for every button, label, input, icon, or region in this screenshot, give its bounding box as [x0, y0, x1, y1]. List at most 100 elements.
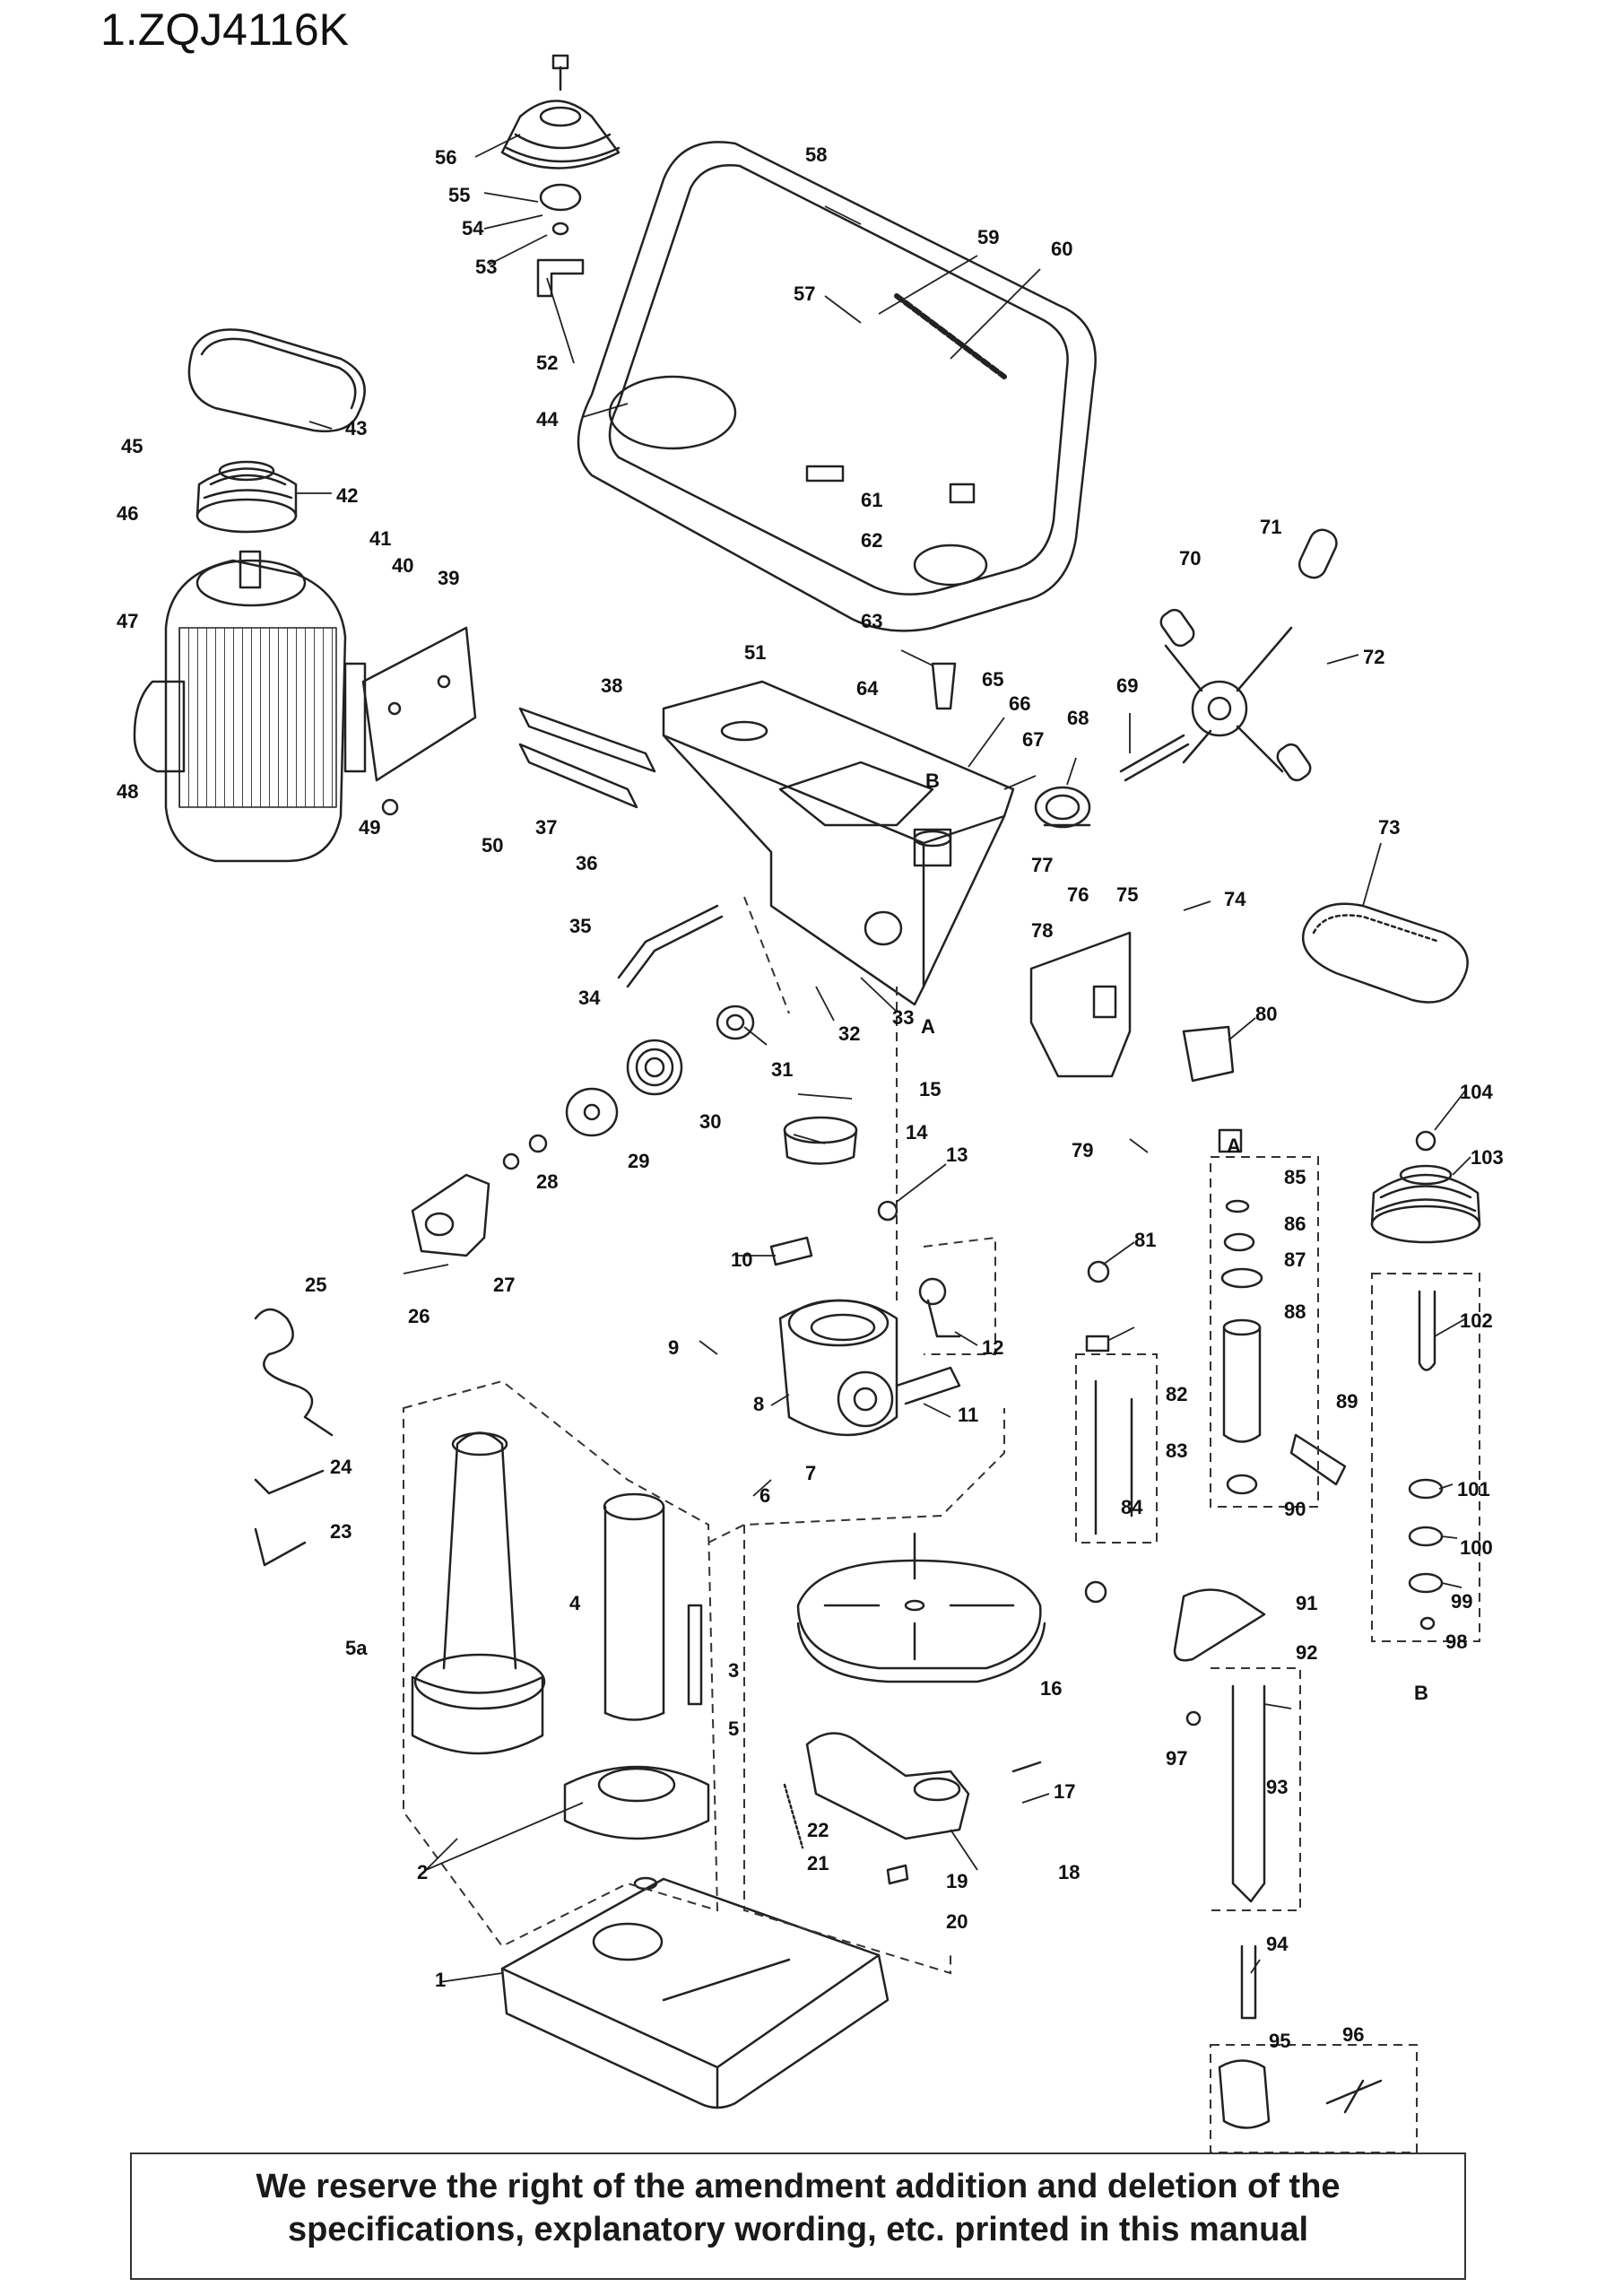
gear-13 — [877, 1200, 898, 1222]
callout-nut: 97 — [1166, 1747, 1187, 1770]
callout-nut: 50 — [482, 834, 503, 857]
callout-washer: 49 — [359, 816, 380, 839]
callout-table-bracket: 8 — [753, 1393, 764, 1415]
callout-key: 89 — [1336, 1390, 1358, 1413]
callout-guard-cover: 60 — [1051, 238, 1072, 260]
callout-switch: 80 — [1255, 1003, 1277, 1025]
callout-latch: 64 — [856, 677, 879, 700]
marker-b: B — [925, 770, 940, 792]
bearing-stack — [1408, 1478, 1444, 1631]
rack-ring-14 — [783, 1116, 858, 1165]
callout-pin: 65 — [982, 668, 1003, 691]
callout-motor: 46 — [117, 502, 138, 525]
callout-screw: 63 — [861, 610, 882, 632]
table-arm-18 — [805, 1732, 1042, 1840]
belt-guard-outline — [577, 141, 1097, 632]
callout-arbor: 94 — [1266, 1933, 1289, 1955]
hex-wrench-23 — [254, 1527, 307, 1567]
callout-nut: 104 — [1460, 1081, 1493, 1103]
latch-64 — [931, 662, 957, 710]
pinion-shaft-69 — [1119, 734, 1190, 782]
feed-handle-70 — [1159, 528, 1338, 782]
callout-switch-box: 75 — [1116, 883, 1138, 906]
callout-hex-wrench: 24 — [330, 1456, 352, 1478]
drill-chuck-95 — [1218, 2059, 1383, 2129]
callout-head: 51 — [744, 641, 766, 664]
callout-power-cord: 25 — [305, 1274, 326, 1296]
callout-spindle-sleeve: 102 — [1460, 1309, 1493, 1332]
callout-nut: 28 — [536, 1170, 558, 1193]
spindle-sleeve-102 — [1418, 1290, 1436, 1371]
callout-v-belt: 73 — [1378, 816, 1400, 839]
callout-nut: 81 — [1134, 1229, 1156, 1251]
exploded-parts-diagram: 1 2 3 4 5 5a 6 7 8 9 10 11 12 13 14 15 1… — [117, 54, 1504, 2153]
callout-screw: 20 — [946, 1910, 968, 1933]
callout-quill: 88 — [1284, 1300, 1306, 1323]
callout-washer: 77 — [1031, 854, 1053, 876]
belt-43 — [187, 328, 366, 433]
callout-screw: 67 — [1022, 728, 1044, 751]
depth-rod-assembly — [1084, 1260, 1133, 1604]
callout-bearing: 99 — [1451, 1590, 1472, 1613]
callout-motor-pulley: 42 — [336, 484, 358, 507]
callout-pin: 35 — [569, 915, 591, 937]
callout-drill-chuck: 95 — [1269, 2030, 1290, 2052]
callout-bolt: 5a — [345, 1637, 368, 1659]
callout-coil-spring: 30 — [699, 1110, 721, 1133]
callout-handle-knob: 71 — [1260, 516, 1281, 538]
callout-chuck-key: 96 — [1342, 2023, 1364, 2046]
callout-bearing: 90 — [1284, 1498, 1306, 1520]
callout-screw: 15 — [919, 1078, 941, 1100]
callout-screw: 57 — [794, 283, 815, 305]
callout-depth-stop: 92 — [1296, 1641, 1317, 1664]
callout-pin: 7 — [805, 1462, 816, 1484]
callout-idler-pulley: 55 — [448, 184, 470, 206]
marker-a: A — [921, 1015, 935, 1038]
callout-crank: 12 — [982, 1336, 1003, 1359]
callout-rack: 3 — [728, 1659, 739, 1682]
callout-belt-guard: 44 — [536, 408, 559, 430]
callout-shaft: 11 — [958, 1404, 978, 1426]
callout-spring-seat: 29 — [628, 1150, 649, 1172]
callout-scale: 21 — [807, 1852, 829, 1874]
spindle-pulley-103 — [1370, 1130, 1481, 1244]
spring-assembly — [411, 1004, 755, 1257]
callout-screw: 74 — [1224, 888, 1246, 910]
callout-screw: 79 — [1072, 1139, 1093, 1161]
callout-gear: 13 — [946, 1144, 968, 1166]
callout-spindle: 93 — [1266, 1776, 1288, 1798]
callout-screw: 66 — [1009, 692, 1030, 715]
callout-spindle-pulley: 103 — [1471, 1146, 1504, 1169]
depth-stop-92 — [1173, 1588, 1266, 1662]
table-bracket-8 — [778, 1299, 961, 1437]
callout-screw: 33 — [892, 1006, 914, 1029]
callout-washer: 31 — [771, 1058, 793, 1081]
callout-work-table: 16 — [1040, 1677, 1062, 1700]
callout-rivet: 22 — [807, 1819, 829, 1841]
marker-b: B — [1414, 1682, 1428, 1704]
base-1 — [500, 1876, 890, 2109]
marker-a: A — [1227, 1135, 1241, 1157]
callout-screw: 6 — [759, 1484, 770, 1507]
motor-pulley-42 — [195, 460, 298, 534]
callout-screw: 61 — [861, 489, 882, 511]
callout-shaft: 53 — [475, 256, 497, 278]
callout-rack-ring: 14 — [906, 1121, 928, 1144]
callout-column-tube: 4 — [569, 1592, 581, 1614]
tension-handle-34 — [617, 904, 724, 988]
callout-depth-rod: 82 — [1166, 1383, 1187, 1405]
switch-box-75 — [1029, 931, 1235, 1083]
callout-spacer: 100 — [1460, 1536, 1493, 1559]
callout-lock-handle: 17 — [1054, 1780, 1075, 1803]
power-cord-25 — [254, 1308, 334, 1437]
callout-pointer: 84 — [1121, 1496, 1143, 1518]
callout-washer: 62 — [861, 529, 882, 552]
belt-73 — [1302, 902, 1469, 1004]
callout-bolt: 5 — [728, 1718, 739, 1740]
column-assembly — [411, 1431, 710, 1840]
callout-idler-bracket: 52 — [536, 352, 558, 374]
callout-cable-clamp: 47 — [117, 610, 138, 632]
hub-68 — [1034, 786, 1091, 829]
callout-v-belt: 43 — [345, 417, 367, 439]
callout-bolt: 19 — [946, 1870, 968, 1892]
